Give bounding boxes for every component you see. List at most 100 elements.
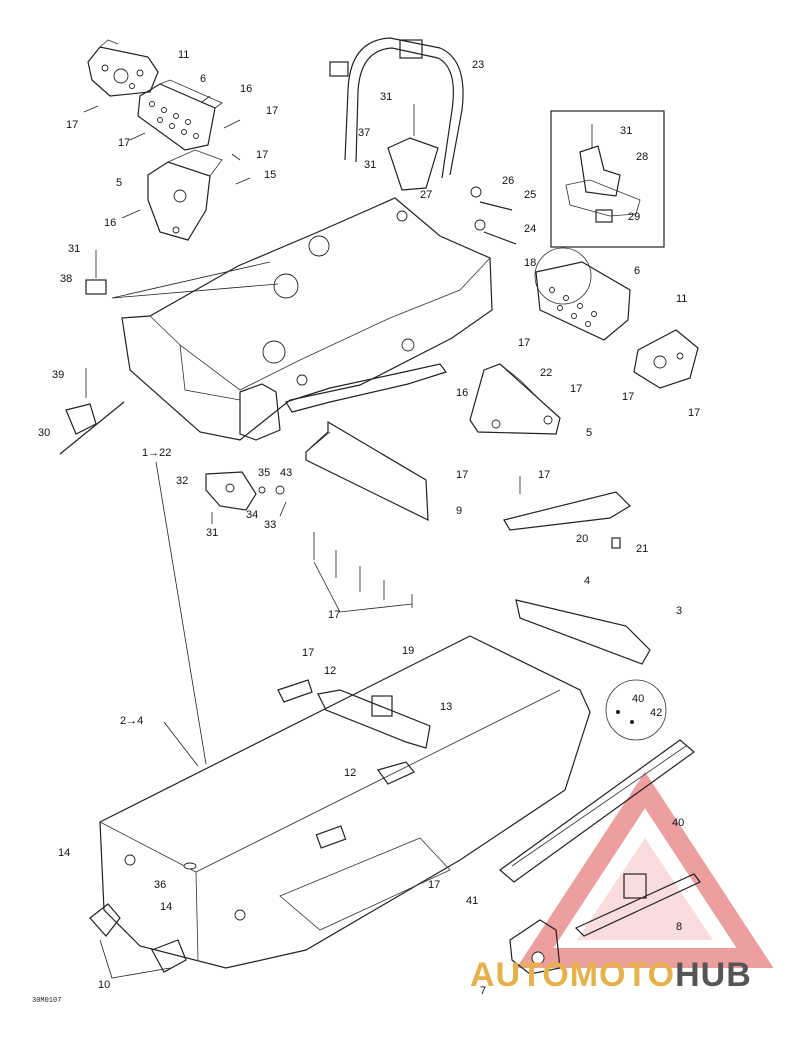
tunnel-assembly bbox=[99, 635, 591, 969]
bracket-8 bbox=[574, 873, 701, 937]
drawing-reference-code: 30M0107 bbox=[32, 997, 62, 1005]
support-plate-right bbox=[534, 247, 631, 341]
slide-rail-41 bbox=[499, 679, 695, 883]
callout-label-c5a: 5 bbox=[116, 177, 122, 189]
reinforcement-plates-10 bbox=[89, 903, 187, 979]
callout-label-c4: 4 bbox=[584, 575, 590, 587]
callout-label-c11a: 11 bbox=[178, 49, 189, 61]
callout-label-c38: 38 bbox=[60, 273, 72, 285]
callout-label-c17b: 17 bbox=[266, 105, 278, 117]
callout-label-c14a: 14 bbox=[58, 847, 70, 859]
callout-label-c12a: 12 bbox=[324, 665, 336, 677]
callout-label-c18: 18 bbox=[524, 257, 536, 269]
callout-label-c16c: 16 bbox=[456, 387, 468, 399]
front-chassis-frame bbox=[121, 197, 493, 441]
support-bracket-lower-left bbox=[147, 149, 223, 241]
callout-label-c42: 42 bbox=[650, 707, 662, 719]
callout-label-c6b: 6 bbox=[634, 265, 640, 277]
callout-label-c17j: 17 bbox=[538, 469, 550, 481]
callout-label-c43: 43 bbox=[280, 467, 292, 479]
callout-label-c31d: 31 bbox=[620, 125, 632, 137]
callout-label-c31a: 31 bbox=[68, 243, 80, 255]
callout-label-c31b: 31 bbox=[380, 91, 392, 103]
callout-labels: 1161617171717515163138233137312726252431… bbox=[38, 49, 700, 997]
callout-label-c22a: 22 bbox=[540, 367, 552, 379]
callout-label-c25: 25 bbox=[524, 189, 536, 201]
callout-label-c14b: 14 bbox=[160, 901, 172, 913]
callout-label-c34: 34 bbox=[246, 509, 258, 521]
callout-label-c35: 35 bbox=[258, 467, 270, 479]
callout-label-c2to4: 2→4 bbox=[120, 715, 143, 727]
callout-label-c17f: 17 bbox=[570, 383, 582, 395]
callout-label-c17g: 17 bbox=[622, 391, 634, 403]
watermark-triangle bbox=[516, 771, 774, 968]
leader-lines-long bbox=[111, 261, 279, 767]
callout-label-c6a: 6 bbox=[200, 73, 206, 85]
rivets-group-17 bbox=[313, 532, 413, 613]
floor-plate-9 bbox=[305, 420, 429, 521]
callout-label-c17h: 17 bbox=[688, 407, 700, 419]
mount-7 bbox=[509, 919, 561, 975]
support-bracket-right-5 bbox=[469, 363, 561, 435]
callout-label-c17i: 17 bbox=[456, 469, 468, 481]
hinge-assembly-32 bbox=[205, 471, 287, 524]
support-plate-upper bbox=[137, 79, 223, 151]
fasteners-upper-left bbox=[83, 95, 251, 295]
bracket-13 bbox=[317, 689, 431, 749]
callout-label-c8: 8 bbox=[676, 921, 682, 933]
callout-label-c15a: 15 bbox=[264, 169, 276, 181]
callout-label-c27: 27 bbox=[420, 189, 432, 201]
callout-label-c33: 33 bbox=[264, 519, 276, 531]
callout-label-c10: 10 bbox=[98, 979, 110, 991]
bolts-group-24-27 bbox=[396, 186, 517, 245]
callout-label-c40a: 40 bbox=[632, 693, 644, 705]
callout-label-c17d: 17 bbox=[256, 149, 268, 161]
callout-label-c41: 41 bbox=[466, 895, 478, 907]
brace-20 bbox=[503, 476, 631, 549]
callout-label-c20: 20 bbox=[576, 533, 588, 545]
watermark-word-3: HUB bbox=[675, 956, 752, 994]
callout-label-c17c: 17 bbox=[118, 137, 130, 149]
watermark-word-1: AUTO bbox=[470, 956, 570, 994]
callout-label-c31e: 31 bbox=[206, 527, 218, 539]
callout-label-c16a: 16 bbox=[240, 83, 252, 95]
callout-label-c40b: 40 bbox=[672, 817, 684, 829]
callout-label-c19: 19 bbox=[402, 645, 414, 657]
callout-label-c36: 36 bbox=[154, 879, 166, 891]
callout-label-c7: 7 bbox=[480, 985, 486, 997]
callout-label-c21: 21 bbox=[636, 543, 648, 555]
callout-label-c1to22: 1→22 bbox=[142, 447, 171, 459]
footrest-bracket-upper-left bbox=[87, 39, 159, 97]
pad-12-upper bbox=[277, 679, 313, 703]
callout-label-c5b: 5 bbox=[586, 427, 592, 439]
callout-label-c29: 29 bbox=[628, 211, 640, 223]
footrest-bracket-right bbox=[633, 329, 699, 389]
callout-label-c37: 37 bbox=[358, 127, 370, 139]
callout-label-c24: 24 bbox=[524, 223, 536, 235]
detail-inset-box bbox=[550, 110, 665, 248]
callout-label-c28: 28 bbox=[636, 151, 648, 163]
callout-label-c17e: 17 bbox=[518, 337, 530, 349]
callout-label-c16b: 16 bbox=[104, 217, 116, 229]
callout-label-c11b: 11 bbox=[676, 293, 687, 305]
callout-label-c3: 3 bbox=[676, 605, 682, 617]
callout-label-c9: 9 bbox=[456, 505, 462, 517]
stop-plate-3 bbox=[515, 599, 651, 665]
callout-label-c17l: 17 bbox=[302, 647, 314, 659]
hinge-bracket-30 bbox=[59, 368, 125, 455]
callout-label-c26: 26 bbox=[502, 175, 514, 187]
callout-label-c23: 23 bbox=[472, 59, 484, 71]
callout-label-c13: 13 bbox=[440, 701, 452, 713]
steering-support-arch bbox=[329, 37, 464, 191]
callout-label-c31c: 31 bbox=[364, 159, 376, 171]
callout-label-c17a: 17 bbox=[66, 119, 78, 131]
watermark-brand: AUTOMOTOHUB bbox=[470, 956, 752, 995]
watermark-word-2: MOTO bbox=[569, 956, 676, 994]
callout-label-c30: 30 bbox=[38, 427, 50, 439]
callout-label-c17k: 17 bbox=[328, 609, 340, 621]
callout-label-c39: 39 bbox=[52, 369, 64, 381]
pad-12-lower bbox=[377, 761, 415, 785]
callout-label-c17m: 17 bbox=[428, 879, 440, 891]
